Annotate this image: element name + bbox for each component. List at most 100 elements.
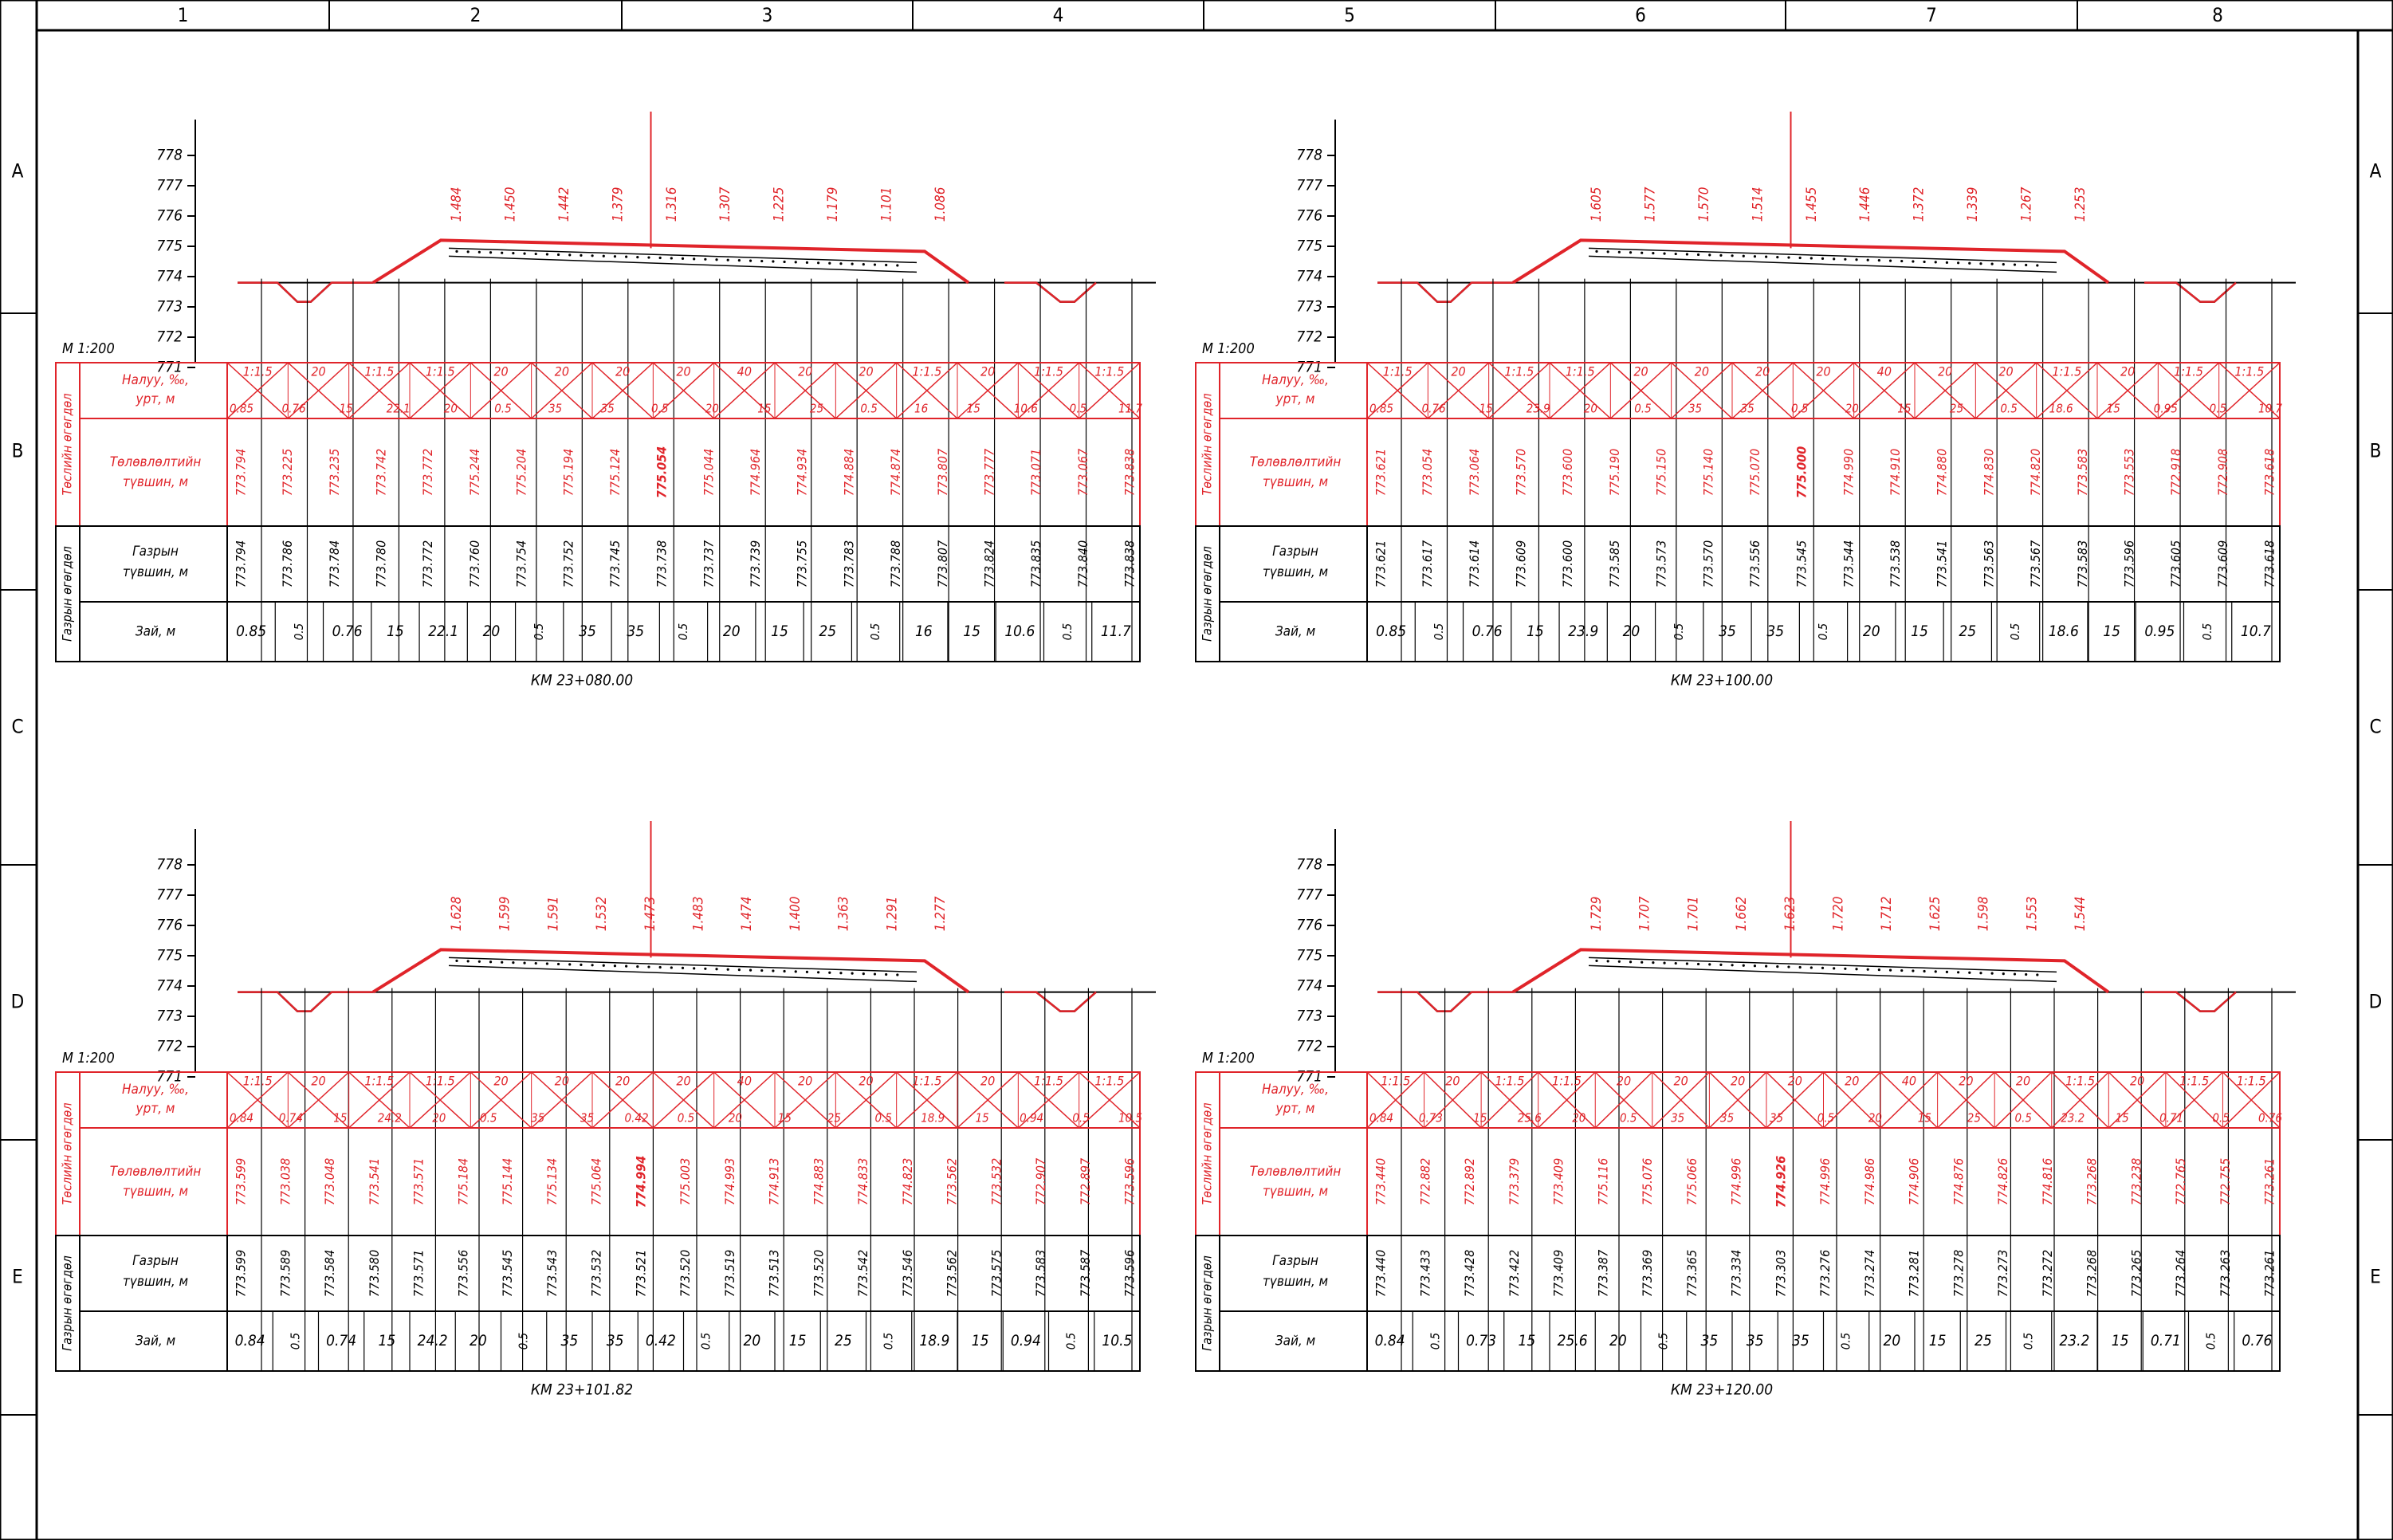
top-elevation-mark: 1.291 [884,897,900,932]
distance-value: 0.5 [2204,1333,2218,1349]
distance-value: 0.5 [2200,623,2214,640]
ground-level-header: түвшин, м [1263,1274,1328,1290]
slope-length: 0.71 [2159,1111,2183,1126]
distance-value: 10.6 [1004,623,1035,640]
ground-elevation: 773.835 [1028,540,1043,588]
distance-value: 35 [579,623,596,640]
slope-value: 40 [737,1074,752,1089]
design-elevation: 773.583 [2075,449,2090,497]
slope-length: 0.5 [1791,402,1808,416]
distance-header: Зай, м [136,624,175,640]
distance-value: 0.5 [517,1333,531,1349]
distance-value: 35 [1766,623,1784,640]
design-level-header: Төлөвлөлтийн [1250,454,1342,470]
slope-value: 20 [859,1074,873,1089]
slope-length: 18.9 [921,1111,945,1126]
aggregate-dot [477,250,481,253]
top-elevation-mark: 1.570 [1696,187,1712,222]
slope-value: 1:1.5 [426,364,455,379]
aggregate-dot [817,261,820,265]
design-elevation: 773.553 [2121,449,2136,497]
ground-elevation: 773.745 [607,540,623,588]
top-elevation-mark: 1.446 [1857,187,1873,222]
design-elevation: 774.996 [1729,1158,1744,1206]
slope-diagonal [713,1071,776,1129]
slope-diagonal [835,362,898,419]
aggregate-dot [1990,262,1994,265]
slope-diagonal [1880,1071,1939,1129]
slope-length: 0.76 [1422,402,1446,416]
top-elevation-mark: 1.455 [1804,187,1820,222]
slope-length: 15 [1479,402,1493,416]
design-elevation: 774.964 [748,449,763,497]
ground-table-frame [1195,1235,2281,1372]
design-elevation: 774.826 [1995,1158,2010,1206]
ground-elevation: 773.772 [420,540,435,588]
slope-length: 15 [757,402,771,416]
ground-elevation: 773.274 [1862,1250,1877,1298]
top-elevation-mark: 1.707 [1637,896,1653,931]
design-elevation: 773.268 [2085,1158,2100,1206]
design-table-frame [55,362,1141,527]
ground-group-title: Газрын өгөгдөл [60,546,75,642]
design-elevation: 773.532 [988,1158,1004,1206]
distance-value: 20 [1609,1332,1627,1349]
aggregate-dot [534,252,537,256]
distance-value: 15 [1527,623,1544,640]
aggregate-dot [2002,972,2005,976]
distance-value: 22.1 [428,623,458,640]
aggregate-dot [1708,963,1711,966]
distance-value: 25 [1975,1332,1992,1349]
design-elevation: 772.908 [2215,449,2230,497]
row-letter-right: A [2370,160,2382,183]
aggregate-dot [602,964,605,967]
slope-length: 10.5 [1118,1111,1142,1126]
slope-diagonal [2165,1071,2223,1129]
elevation-tick-label: 775 [1296,238,1322,255]
design-elevation: 775.076 [1640,1158,1655,1206]
slope-length: 35 [1741,402,1754,416]
ground-elevation: 773.580 [367,1250,382,1298]
design-elevation: 774.816 [2040,1158,2055,1206]
aggregate-dot [715,968,718,971]
slope-diagonal [470,1071,532,1129]
ground-elevation: 773.409 [1551,1250,1566,1298]
design-elevation: 775.054 [654,446,670,499]
slope-length: 20 [1584,402,1597,416]
slope-value: 20 [311,1074,325,1089]
slope-diagonal [1731,362,1794,419]
aggregate-dot [1934,261,1937,264]
slope-value: 20 [615,364,630,379]
slope-value: 1:1.5 [1034,364,1063,379]
ground-elevation: 773.571 [411,1250,426,1298]
ground-elevation: 773.739 [748,540,763,588]
slope-value: 20 [1695,364,1709,379]
design-elevation: 774.986 [1862,1158,1877,1206]
design-group-title: Төслийн өгөгдөл [1200,1102,1215,1204]
top-elevation-mark: 1.701 [1685,897,1701,932]
design-elevation: 773.054 [1420,449,1435,497]
distance-value: 0.76 [332,623,363,640]
aggregate-dot [1957,971,1960,974]
design-elevation: 775.134 [544,1158,560,1206]
ground-elevation: 773.596 [1122,1250,1138,1298]
design-level-header: түвшин, м [123,1184,188,1200]
design-elevation: 774.820 [2028,449,2043,497]
slope-diagonal [409,1071,471,1129]
aggregate-dot [794,261,797,264]
distance-value: 35 [607,1332,624,1349]
distance-value: 0.5 [699,1333,713,1349]
slope-length: 0.5 [2210,402,2226,416]
design-elevation: 775.003 [678,1158,693,1206]
aggregate-dot [1674,961,1677,965]
slope-diagonal [1427,362,1490,419]
aggregate-dot [489,251,493,254]
aggregate-dot [1866,258,1869,261]
top-elevation-mark: 1.307 [717,187,733,222]
elevation-tick-label: 777 [156,886,183,904]
top-elevation-mark: 1.442 [556,187,572,222]
aggregate-dot [2002,263,2005,266]
scale-label: M 1:200 [62,1050,115,1067]
design-elevation: 773.064 [1467,449,1482,497]
aggregate-dot [2036,973,2039,976]
